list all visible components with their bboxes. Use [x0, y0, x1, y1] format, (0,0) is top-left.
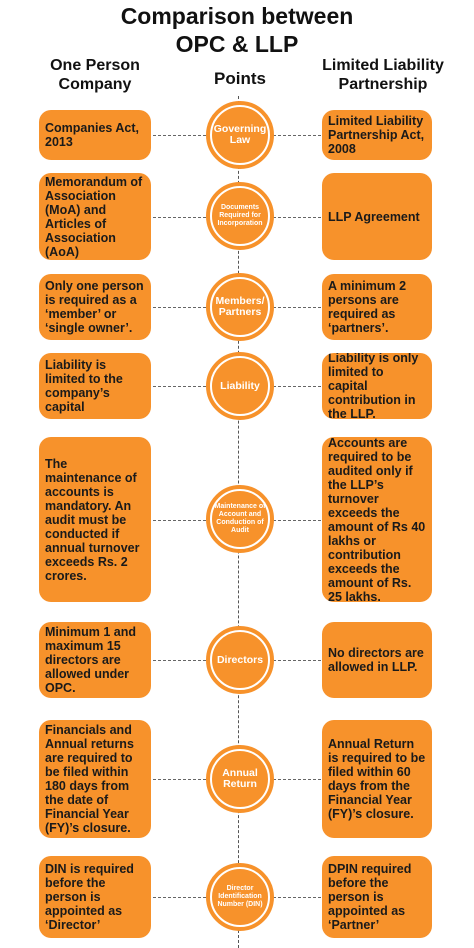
right-connector: [273, 386, 321, 387]
right-connector: [273, 897, 321, 898]
opc-cell: Minimum 1 and maximum 15 directors are a…: [39, 622, 151, 698]
left-connector: [153, 779, 206, 780]
point-label: Liability: [210, 356, 270, 416]
point-label: Directors: [210, 630, 270, 690]
point-label: Documents Required for Incorporation: [210, 186, 270, 246]
right-connector: [273, 660, 321, 661]
left-connector: [153, 135, 206, 136]
comparison-row-members: Only one person is required as a ‘member…: [0, 273, 474, 341]
point-label: Director Identification Number (DIN): [210, 867, 270, 927]
point-circle: Annual Return: [206, 745, 274, 813]
comparison-row-annual-return: Financials and Annual returns are requir…: [0, 720, 474, 838]
left-connector: [153, 307, 206, 308]
opc-cell: Memorandum of Association (MoA) and Arti…: [39, 173, 151, 260]
point-label: Members/ Partners: [210, 277, 270, 337]
right-connector: [273, 519, 321, 521]
comparison-row-liability: Liability is limited to the company’s ca…: [0, 352, 474, 420]
llp-cell: LLP Agreement: [322, 173, 432, 260]
point-circle: Director Identification Number (DIN): [206, 863, 274, 931]
left-connector: [153, 386, 206, 387]
llp-cell: Accounts are required to be audited only…: [322, 437, 432, 602]
points-column-header: Points: [214, 69, 266, 88]
comparison-row-governing-law: Companies Act, 2013 Governing Law Limite…: [0, 101, 474, 169]
page-title: Comparison between OPC & LLP: [120, 3, 354, 57]
opc-cell: Financials and Annual returns are requir…: [39, 720, 151, 838]
point-label: Governing Law: [210, 105, 270, 165]
left-connector: [153, 216, 206, 218]
point-circle: Liability: [206, 352, 274, 420]
point-circle: Governing Law: [206, 101, 274, 169]
comparison-row-audit: The maintenance of accounts is mandatory…: [0, 437, 474, 602]
point-circle: Directors: [206, 626, 274, 694]
llp-cell: Annual Return is required to be filed wi…: [322, 720, 432, 838]
right-connector: [273, 135, 321, 136]
right-connector: [273, 216, 321, 218]
opc-column-header: One Person Company: [50, 57, 140, 93]
opc-cell: Liability is limited to the company’s ca…: [39, 353, 151, 419]
llp-column-header: Limited Liability Partnership: [322, 57, 444, 93]
opc-cell: Companies Act, 2013: [39, 110, 151, 160]
left-connector: [153, 660, 206, 661]
comparison-row-directors: Minimum 1 and maximum 15 directors are a…: [0, 622, 474, 698]
left-connector: [153, 897, 206, 898]
point-label: Maintenance of Account and Conduction of…: [210, 489, 270, 549]
right-connector: [273, 779, 321, 780]
llp-cell: Liability is only limited to capital con…: [322, 353, 432, 419]
opc-cell: Only one person is required as a ‘member…: [39, 274, 151, 340]
llp-cell: A minimum 2 persons are required as ‘par…: [322, 274, 432, 340]
point-circle: Documents Required for Incorporation: [206, 182, 274, 250]
llp-cell: No directors are allowed in LLP.: [322, 622, 432, 698]
opc-cell: The maintenance of accounts is mandatory…: [39, 437, 151, 602]
right-connector: [273, 307, 321, 308]
left-connector: [153, 519, 206, 521]
point-circle: Members/ Partners: [206, 273, 274, 341]
point-circle: Maintenance of Account and Conduction of…: [206, 485, 274, 553]
comparison-row-din: DIN is required before the person is app…: [0, 856, 474, 938]
comparison-row-documents: Memorandum of Association (MoA) and Arti…: [0, 173, 474, 260]
point-label: Annual Return: [210, 749, 270, 809]
opc-cell: DIN is required before the person is app…: [39, 856, 151, 938]
llp-cell: DPIN required before the person is appoi…: [322, 856, 432, 938]
llp-cell: Limited Liability Partnership Act, 2008: [322, 110, 432, 160]
